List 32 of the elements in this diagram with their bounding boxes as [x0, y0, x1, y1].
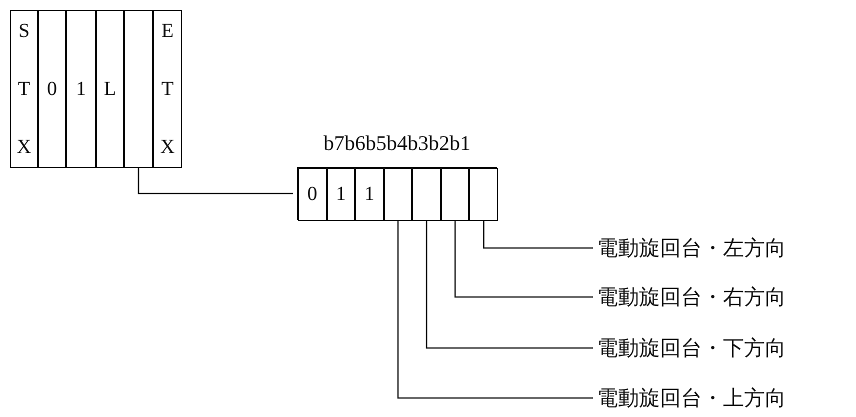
- label-text: 電動旋回台・上方向: [597, 381, 852, 415]
- label-text: 電動旋回台・左方向: [597, 231, 852, 265]
- frame-cell: [66, 10, 96, 168]
- label-text: 電動旋回台・下方向: [597, 331, 852, 365]
- connector-line: [397, 221, 593, 399]
- frame-cell: [38, 10, 66, 168]
- cell-text: 0: [47, 78, 57, 100]
- empty-cell: [469, 168, 498, 221]
- empty-cell: [384, 168, 412, 221]
- cell-text: L: [104, 78, 116, 100]
- frame-cell: [298, 168, 327, 221]
- connector-line: [454, 221, 593, 298]
- frame-cell: [153, 10, 182, 168]
- frame-cell: [96, 10, 124, 168]
- cell-text: 0: [307, 183, 318, 206]
- empty-cell: [440, 168, 470, 221]
- frame-cell: [355, 168, 384, 221]
- bit-register: [297, 167, 497, 220]
- frame-cell: [10, 10, 38, 168]
- cell-text: STX: [16, 19, 32, 160]
- connector-line: [138, 168, 293, 194]
- connector-line: [483, 221, 593, 249]
- empty-cell: [124, 10, 153, 168]
- cell-text: 1: [364, 183, 374, 206]
- bit-labels: b7b6b5b4b3b2b1: [322, 130, 472, 156]
- cell-text: 1: [76, 78, 86, 100]
- connector-line: [426, 221, 593, 349]
- cell-text: 1: [336, 183, 346, 206]
- label-text: 電動旋回台・右方向: [597, 280, 852, 314]
- frame-cell: [326, 168, 356, 221]
- cell-text: ETX: [159, 19, 176, 160]
- empty-cell: [412, 168, 441, 221]
